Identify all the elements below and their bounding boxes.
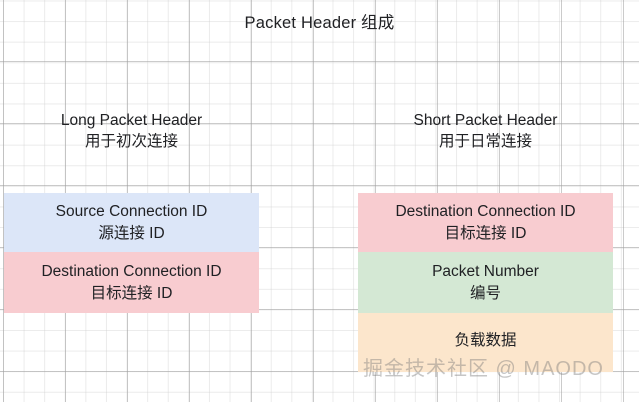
field-label-cn: 源连接 ID <box>98 224 165 242</box>
field-box-source-connection-id: Source Connection ID 源连接 ID <box>4 193 259 252</box>
field-label-en: Destination Connection ID <box>395 203 576 221</box>
field-label-cn: 负载数据 <box>454 331 517 349</box>
column-heading-short-en: Short Packet Header <box>413 112 558 129</box>
column-heading-long-en: Long Packet Header <box>60 112 203 129</box>
field-label-cn: 目标连接 ID <box>90 284 173 302</box>
column-heading-long-cn: 用于初次连接 <box>84 133 178 151</box>
field-box-payload: 负载数据 <box>358 313 613 372</box>
column-heading-long-packet-header: Long Packet Header 用于初次连接 <box>4 110 259 153</box>
field-box-destination-connection-id-short: Destination Connection ID 目标连接 ID <box>358 193 613 252</box>
field-label-en: Source Connection ID <box>55 203 208 221</box>
field-label-en: Destination Connection ID <box>41 263 222 281</box>
column-heading-short-cn: 用于日常连接 <box>438 133 532 151</box>
column-heading-short-packet-header: Short Packet Header 用于日常连接 <box>358 110 613 153</box>
field-box-destination-connection-id-long: Destination Connection ID 目标连接 ID <box>4 252 259 313</box>
field-box-packet-number: Packet Number 编号 <box>358 252 613 313</box>
diagram-title: Packet Header 组成 <box>244 14 395 32</box>
field-label-en: Packet Number <box>432 263 539 281</box>
field-label-cn: 编号 <box>469 284 501 302</box>
field-label-cn: 目标连接 ID <box>444 224 527 242</box>
